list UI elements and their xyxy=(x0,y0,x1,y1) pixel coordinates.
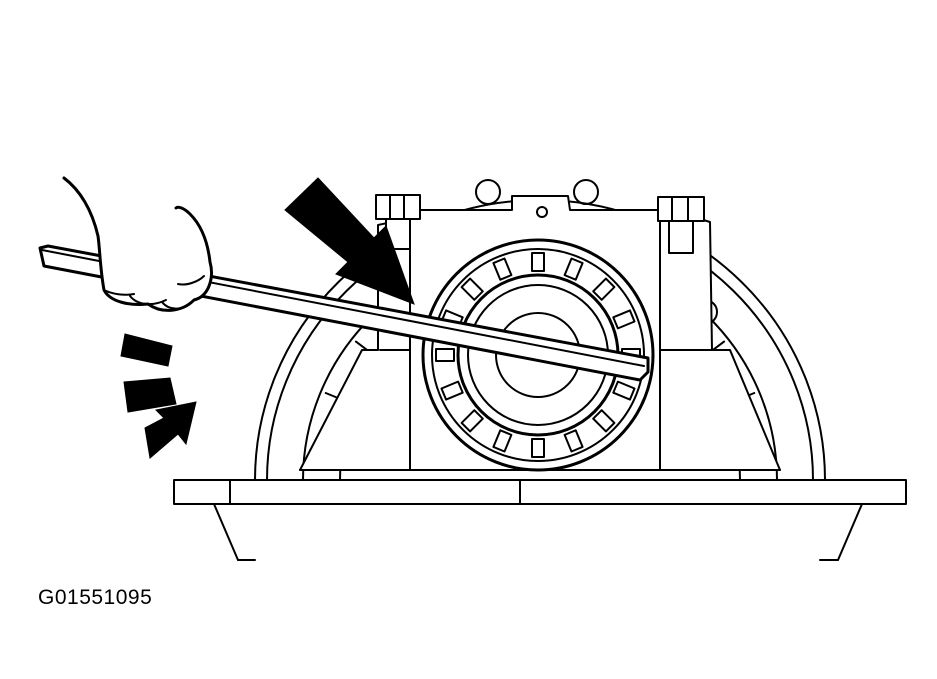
bearing-roller xyxy=(592,277,616,301)
figure-code: G01551095 xyxy=(38,586,153,609)
bearing-roller xyxy=(492,257,513,281)
bearing-roller xyxy=(612,380,636,401)
flywheel-hole xyxy=(573,179,599,205)
motion-arrow-icon xyxy=(120,333,197,459)
bearing-roller xyxy=(563,429,584,453)
grease-fitting xyxy=(536,206,548,218)
bearing-roller xyxy=(612,309,636,330)
bearing-roller xyxy=(460,277,484,301)
bearing-roller xyxy=(531,438,545,458)
flywheel-hole xyxy=(475,179,501,205)
housing-bolt-right xyxy=(657,196,705,254)
bearing-roller xyxy=(435,348,455,362)
base-plate xyxy=(173,479,907,561)
bearing-roller xyxy=(531,252,545,272)
bearing-roller xyxy=(592,409,616,433)
force-arrow-icon xyxy=(284,177,415,305)
hand-icon xyxy=(62,176,213,312)
bearing-roller xyxy=(460,409,484,433)
bearing-roller xyxy=(492,429,513,453)
bearing-roller xyxy=(440,380,464,401)
bearing-roller xyxy=(563,257,584,281)
